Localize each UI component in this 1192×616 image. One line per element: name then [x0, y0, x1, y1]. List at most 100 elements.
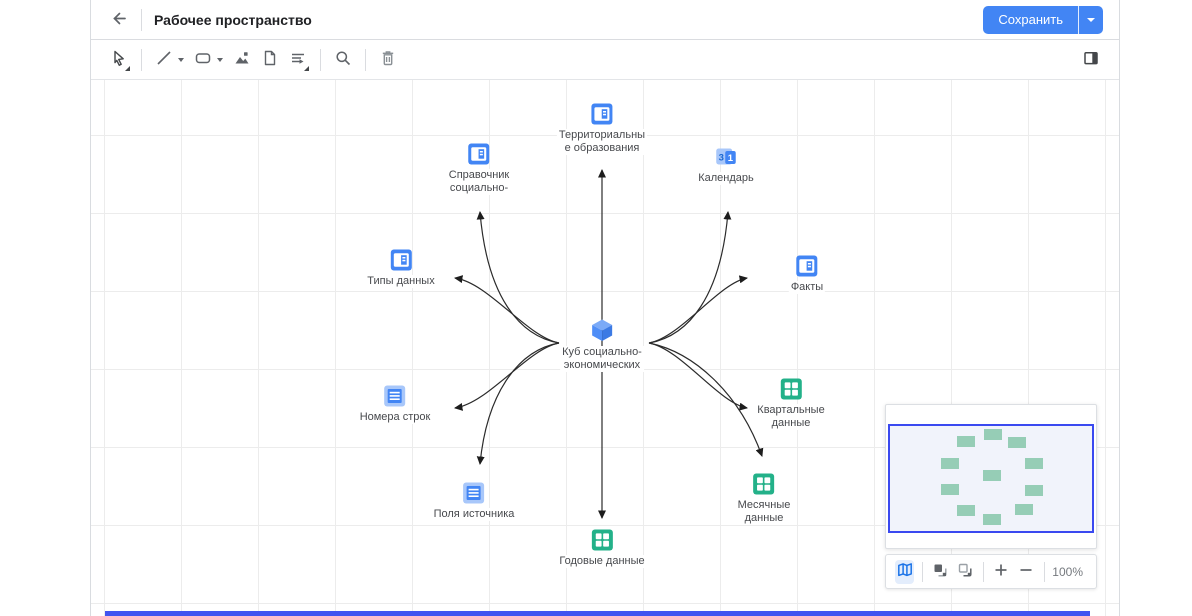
node-label: Справочник социально-: [446, 169, 512, 195]
node-label: Куб социально- экономических: [560, 346, 644, 372]
diagram-node-yearly[interactable]: Годовые данные: [557, 529, 647, 568]
minimap-node: [983, 470, 1001, 481]
minimap-node: [1025, 485, 1043, 496]
submenu-corner-icon: [125, 65, 130, 71]
minimap-node: [1025, 458, 1043, 469]
diagram-node-monthly[interactable]: Месячные данные: [735, 473, 793, 525]
send-backward-icon: [957, 562, 974, 582]
back-button[interactable]: [105, 6, 133, 34]
controls-divider: [1043, 561, 1045, 582]
image-icon: [233, 49, 251, 70]
header-divider: [141, 8, 142, 31]
edge-cube-source-fields[interactable]: [476, 342, 560, 465]
table-blue-icon: [557, 103, 647, 125]
minimap-node: [957, 505, 975, 516]
connector-tool-button[interactable]: [285, 47, 311, 73]
svg-text:3: 3: [718, 153, 723, 164]
shape-tool-button[interactable]: [190, 47, 216, 73]
toolbar-divider: [365, 48, 366, 71]
line-tool-button[interactable]: [151, 47, 177, 73]
minimap-node: [1008, 437, 1026, 448]
minimap-node: [941, 484, 959, 495]
grid-green-icon: [736, 473, 793, 495]
node-label: Месячные данные: [735, 499, 793, 525]
table-blue-icon: [447, 143, 512, 165]
edges-layer: [454, 169, 764, 519]
table-blue-icon: [365, 249, 436, 271]
minimap-toggle-button[interactable]: [895, 559, 915, 584]
node-label: Типы данных: [365, 275, 437, 288]
list-blue-icon: [358, 385, 433, 407]
edge-cube-directory[interactable]: [476, 211, 560, 344]
zoom-out-button[interactable]: [1016, 560, 1035, 584]
node-label: Факты: [788, 281, 826, 294]
minimap-node: [941, 458, 959, 469]
table-blue-icon: [789, 255, 825, 277]
list-blue-icon: [432, 482, 517, 504]
toolbar-divider: [141, 48, 142, 71]
select-tool-button[interactable]: [106, 47, 132, 73]
save-button[interactable]: Сохранить: [983, 5, 1078, 34]
edge-cube-row-numbers[interactable]: [454, 342, 560, 411]
edge-cube-data-types[interactable]: [454, 275, 560, 344]
page-title: Рабочее пространство: [154, 11, 312, 28]
diagram-node-facts[interactable]: Факты: [788, 255, 826, 294]
minimap-node: [984, 429, 1002, 440]
zoom-level: 100%: [1052, 564, 1083, 579]
line-icon: [155, 49, 173, 70]
minimap-node: [1015, 504, 1033, 515]
diagram-node-directory[interactable]: Справочник социально-: [446, 143, 512, 195]
app-window: Рабочее пространство Сохранить: [90, 0, 1120, 616]
search-icon: [334, 49, 352, 70]
plus-icon: [992, 561, 1010, 582]
cursor-icon: [110, 49, 128, 70]
page-boundary: [105, 611, 1090, 616]
trash-icon: [379, 49, 397, 70]
node-label: Календарь: [696, 172, 756, 185]
submenu-corner-icon: [304, 65, 309, 71]
minimap-node: [983, 514, 1001, 525]
panel-toggle-button[interactable]: [1078, 47, 1104, 73]
flow-lines-icon: [289, 49, 307, 70]
edge-cube-monthly[interactable]: [648, 342, 764, 457]
controls-divider: [982, 561, 984, 582]
image-tool-button[interactable]: [229, 47, 255, 73]
file-icon: [261, 49, 279, 70]
svg-text:1: 1: [728, 153, 734, 164]
map-icon: [896, 561, 914, 582]
grid-green-icon: [755, 378, 826, 400]
minimap-panel[interactable]: [885, 404, 1097, 549]
delete-tool-button[interactable]: [375, 47, 401, 73]
diagram-node-cube[interactable]: Куб социально- экономических: [560, 318, 644, 372]
bring-forward-button[interactable]: [931, 560, 950, 584]
line-tool-caret-icon[interactable]: [178, 57, 184, 62]
diagram-node-territorial[interactable]: Территориальны е образования: [556, 103, 648, 155]
node-label: Номера строк: [357, 411, 433, 424]
edge-cube-facts[interactable]: [648, 275, 748, 344]
node-label: Годовые данные: [557, 555, 647, 568]
zoom-in-button[interactable]: [992, 560, 1011, 584]
cube-blue-icon: [560, 318, 644, 342]
page-tool-button[interactable]: [257, 47, 283, 73]
diagram-node-quarterly[interactable]: Квартальные данные: [755, 378, 827, 430]
header: Рабочее пространство Сохранить: [91, 0, 1119, 40]
node-label: Территориальны е образования: [556, 129, 648, 155]
diagram-node-source-fields[interactable]: Поля источника: [431, 482, 517, 521]
save-dropdown-button[interactable]: [1078, 5, 1103, 34]
toolbar: [91, 40, 1119, 80]
diagram-node-data-types[interactable]: Типы данных: [365, 249, 437, 288]
node-label: Поля источника: [431, 508, 517, 521]
grid-green-icon: [557, 529, 646, 551]
edge-cube-quarterly[interactable]: [648, 342, 748, 411]
send-backward-button[interactable]: [956, 560, 975, 584]
edge-cube-calendar[interactable]: [648, 211, 732, 344]
shape-tool-caret-icon[interactable]: [217, 57, 223, 62]
controls-divider: [922, 561, 924, 582]
minimap-controls: 100%: [885, 554, 1097, 589]
search-tool-button[interactable]: [330, 47, 356, 73]
diagram-node-row-numbers[interactable]: Номера строк: [357, 385, 433, 424]
chevron-down-icon: [1087, 17, 1095, 22]
bring-forward-icon: [932, 562, 949, 582]
